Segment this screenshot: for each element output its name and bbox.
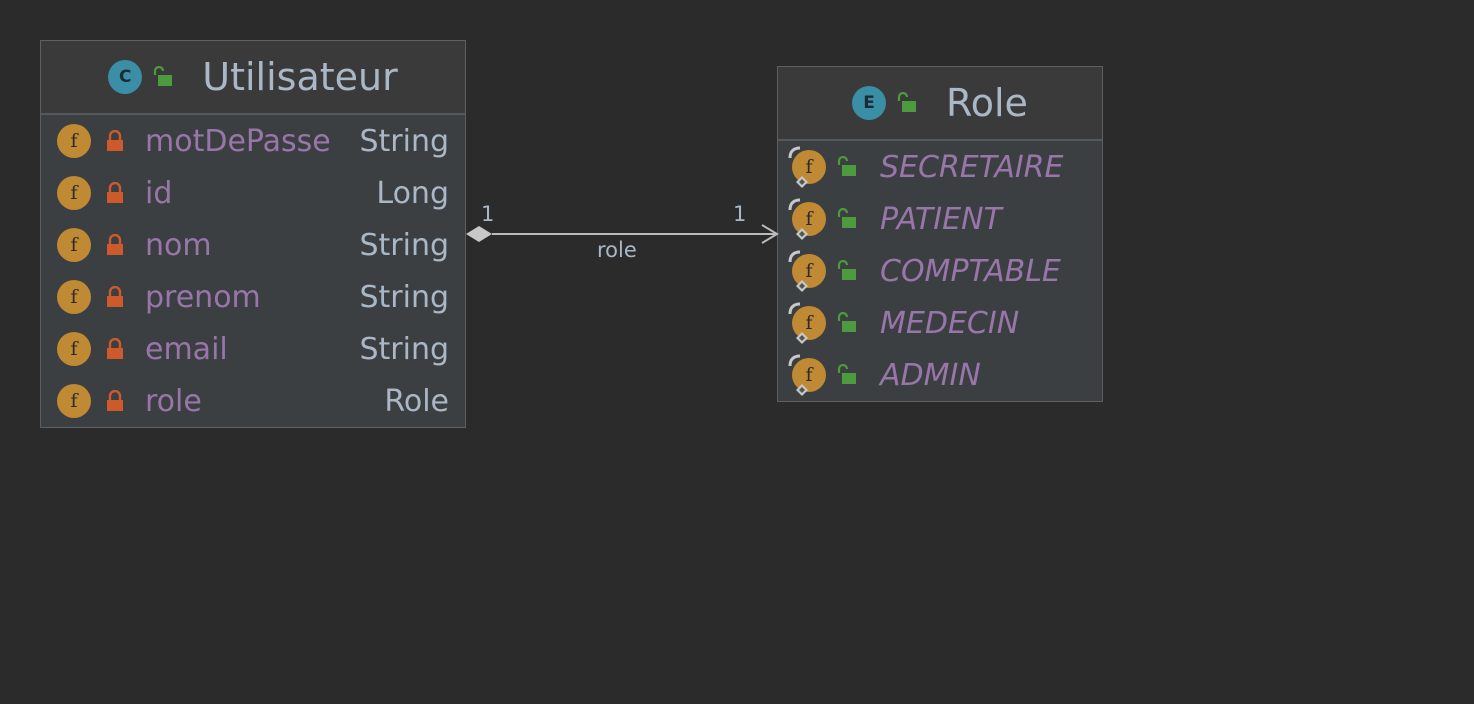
static-field-icon: f (788, 354, 826, 396)
private-lock-icon (105, 390, 125, 412)
enum-name: Role (946, 81, 1028, 125)
enum-constant-row[interactable]: f MEDECIN (778, 297, 1102, 349)
field-row[interactable]: f role Role (41, 375, 465, 427)
static-pin-icon (788, 198, 801, 211)
field-row[interactable]: f prenom String (41, 271, 465, 323)
field-type: String (359, 279, 449, 315)
field-name: role (145, 383, 202, 419)
field-icon-letter: f (805, 208, 813, 230)
field-type: String (359, 227, 449, 263)
static-diamond-icon (796, 332, 808, 344)
enum-constant-name: ADMIN (880, 357, 981, 393)
field-row[interactable]: f nom String (41, 219, 465, 271)
association-label: role (597, 238, 637, 262)
static-field-icon: f (788, 146, 826, 188)
field-name: nom (145, 227, 212, 263)
enum-constant-row[interactable]: f SECRETAIRE (778, 141, 1102, 193)
field-icon-letter: f (805, 364, 813, 386)
public-lock-icon (836, 260, 858, 282)
field-icon: f (57, 280, 91, 314)
public-lock-icon (836, 312, 858, 334)
field-type: String (359, 331, 449, 367)
enum-header: E Role (778, 67, 1102, 141)
private-lock-icon (105, 130, 125, 152)
static-diamond-icon (796, 176, 808, 188)
field-name: id (145, 175, 173, 211)
field-icon-letter: f (805, 156, 813, 178)
enum-constant-row[interactable]: f PATIENT (778, 193, 1102, 245)
enum-kind-icon: E (852, 86, 887, 120)
field-icon: f (57, 176, 91, 210)
class-kind-icon: C (108, 60, 143, 94)
field-icon-letter: f (805, 312, 813, 334)
static-field-icon: f (788, 302, 826, 344)
public-lock-icon (836, 364, 858, 386)
static-pin-icon (788, 302, 801, 315)
arrow-head (761, 224, 779, 244)
static-pin-icon (788, 354, 801, 367)
field-type: Role (384, 383, 449, 419)
field-icon: f (57, 228, 91, 262)
field-type: Long (376, 175, 449, 211)
class-header: C Utilisateur (41, 41, 465, 115)
private-lock-icon (105, 338, 125, 360)
enum-constant-name: PATIENT (880, 201, 1002, 237)
public-lock-icon (152, 66, 174, 88)
field-row[interactable]: f email String (41, 323, 465, 375)
enum-constant-row[interactable]: f ADMIN (778, 349, 1102, 401)
field-type: String (359, 123, 449, 159)
private-lock-icon (105, 234, 125, 256)
field-row[interactable]: f id Long (41, 167, 465, 219)
public-lock-icon (896, 92, 918, 114)
class-name: Utilisateur (202, 55, 398, 99)
field-icon: f (57, 332, 91, 366)
public-lock-icon (836, 156, 858, 178)
field-row[interactable]: f motDePasse String (41, 115, 465, 167)
field-icon-letter: f (805, 260, 813, 282)
field-name: motDePasse (145, 123, 331, 159)
field-icon: f (57, 384, 91, 418)
enum-constant-name: COMPTABLE (880, 253, 1061, 289)
composition-diamond (466, 226, 492, 242)
field-name: email (145, 331, 228, 367)
static-diamond-icon (796, 280, 808, 292)
static-field-icon: f (788, 198, 826, 240)
static-diamond-icon (796, 228, 808, 240)
source-multiplicity: 1 (481, 202, 495, 226)
public-lock-icon (836, 208, 858, 230)
static-field-icon: f (788, 250, 826, 292)
private-lock-icon (105, 182, 125, 204)
target-multiplicity: 1 (733, 202, 747, 226)
field-name: prenom (145, 279, 261, 315)
field-icon: f (57, 124, 91, 158)
static-pin-icon (788, 250, 801, 263)
enum-constant-name: SECRETAIRE (880, 149, 1064, 185)
enum-constant-name: MEDECIN (880, 305, 1020, 341)
private-lock-icon (105, 286, 125, 308)
static-diamond-icon (796, 384, 808, 396)
static-pin-icon (788, 146, 801, 159)
enum-constant-row[interactable]: f COMPTABLE (778, 245, 1102, 297)
